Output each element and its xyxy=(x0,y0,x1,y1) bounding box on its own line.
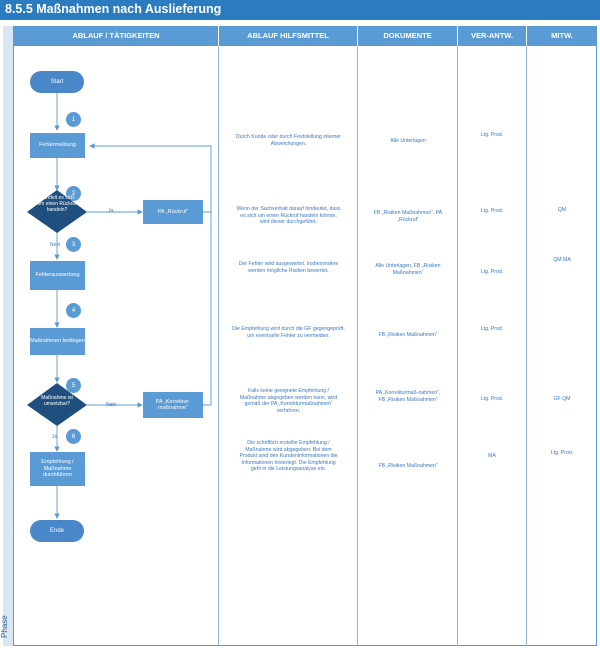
dokumente-2: FB „Risiken Maßnahmen“, PA „Rückruf“ xyxy=(373,210,443,223)
step-number-1: 1 xyxy=(66,112,81,127)
label-ja-1: Ja xyxy=(108,208,114,214)
aux-korrekturmassnahme: PA „Korrektur-maßnahme“ xyxy=(143,392,203,418)
header-hilfsmittel: ABLAUF HILFSMITTEL xyxy=(219,26,358,46)
arrow-rueckruf-loop xyxy=(89,143,212,213)
dokumente-3: Alle Unterlagen, FB „Risiken Maßnahmen“ xyxy=(375,263,441,276)
step-number-2: 2 xyxy=(66,186,81,201)
arrow-korrektur-loop xyxy=(203,212,212,406)
end-terminal: Ende xyxy=(30,520,84,542)
column-ablauf xyxy=(14,46,219,646)
step-empfehlung-durchfuehren: Empfehlung / Maßnahme durchführen xyxy=(30,452,85,486)
dokumente-6: FB „Risiken Maßnahmen“ xyxy=(378,463,438,469)
verantw-5: Ltg. Prod. xyxy=(480,396,504,402)
step-fehlerauswertung: Fehlerauswertung xyxy=(30,261,85,290)
hilfsmittel-1: Durch Kunde oder durch Feststellung inte… xyxy=(236,134,341,147)
dokumente-1: Alle Unterlagen xyxy=(390,138,426,144)
mitw-2: QM MA xyxy=(553,257,571,263)
hilfsmittel-3: Der Fehler wird ausgewertet. Insbesonder… xyxy=(238,261,339,274)
step-number-3: 3 xyxy=(66,237,81,252)
dokumente-4: FB „Risiken Maßnahmen“ xyxy=(378,332,438,338)
aux-rueckruf: PA „Rückruf“ xyxy=(143,200,203,224)
step-fehlermeldung: Fehlermeldung xyxy=(30,133,85,158)
header-verantw: VER-ANTW. xyxy=(458,26,527,46)
step-number-4: 4 xyxy=(66,303,81,318)
header-dokumente: DOKUMENTE xyxy=(358,26,458,46)
decision-1-label: Handelt es sich um einen Rückruf handeln… xyxy=(37,195,77,213)
label-nein-1: Nein xyxy=(50,242,61,248)
label-ja-2: Ja xyxy=(52,434,58,440)
title-bar xyxy=(0,0,600,20)
verantw-4: Ltg. Prod. xyxy=(480,326,504,332)
column-hilfsmittel xyxy=(219,46,358,646)
verantw-1: Ltg. Prod. xyxy=(480,132,504,138)
mitw-4: Ltg. Prod. xyxy=(550,450,574,456)
dokumente-5: PA „Korrekturmaß-nahmen“, FB „Risiken Ma… xyxy=(375,390,441,403)
hilfsmittel-2: Wenn der Sachverhalt darauf hindeutet, d… xyxy=(236,206,341,226)
decision-2-label: Maßnahme ist umsetzbar? xyxy=(41,395,73,407)
mitw-1: QM xyxy=(557,207,567,213)
header-ablauf: ABLAUF / TÄTIGKEITEN xyxy=(14,26,219,46)
page-title: 8.5.5 Maßnahmen nach Auslieferung xyxy=(5,2,222,16)
step-number-6: 6 xyxy=(66,429,81,444)
verantw-2: Ltg. Prod. xyxy=(480,208,504,214)
verantw-3: Ltg. Prod. xyxy=(480,269,504,275)
mitw-3: GF QM xyxy=(553,396,571,402)
label-nein-2: Nein xyxy=(106,402,117,408)
column-dokumente xyxy=(358,46,458,646)
step-number-5: 5 xyxy=(66,378,81,393)
start-terminal: Start xyxy=(30,71,84,93)
hilfsmittel-4: Die Empfehlung wird durch die GF gegenge… xyxy=(232,326,345,339)
header-mitw: MITW. xyxy=(527,26,597,46)
column-verantw xyxy=(458,46,527,646)
verantw-6: MA xyxy=(488,453,496,459)
hilfsmittel-5: Falls keine geeignete Empfehlung / Maßna… xyxy=(239,388,338,414)
phase-strip: Phase xyxy=(0,26,14,646)
step-massnahmen-festlegen: Maßnahmen festlegen xyxy=(30,328,85,355)
diagram-frame xyxy=(3,26,597,646)
hilfsmittel-6: Die schriftlich erstellte Empfehlung / M… xyxy=(239,440,338,473)
